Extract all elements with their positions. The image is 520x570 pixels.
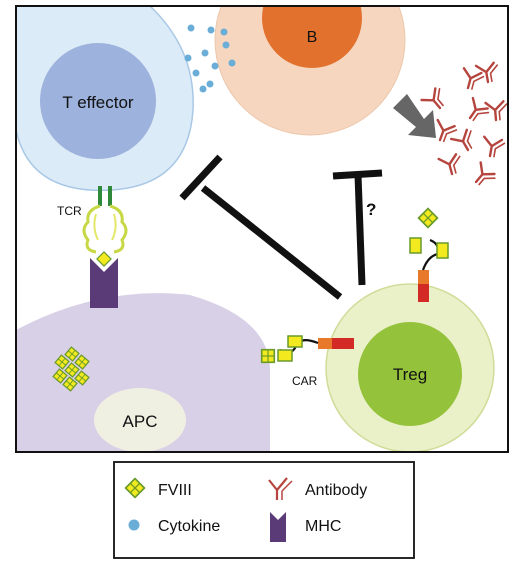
b-cell [214,6,406,136]
legend-box [113,461,415,559]
legend-antibody-label: Antibody [305,482,367,499]
legend-mhc-label: MHC [305,518,341,535]
t-effector-label: T effector [62,93,134,112]
t-effector-cell [16,6,194,192]
car-label: CAR [292,374,318,388]
car-receptor-top [409,237,449,302]
fviii-bound-left [260,348,276,364]
panel-border [15,5,509,453]
apc-cell [16,293,270,452]
inhibition-t-effector [179,154,343,300]
cytokine-cluster [184,24,236,93]
legend-cytokine-icon [128,519,140,531]
secretion-arrow [393,94,436,138]
treg-label: Treg [393,365,427,384]
treg-cell [325,283,495,452]
inhibition-b-cell [332,169,383,286]
inhibition-question-mark: ? [366,200,376,219]
legend-cytokine-label: Cytokine [158,518,220,535]
legend-fviii-label: FVIII [158,482,192,499]
mhc-molecule [90,258,118,308]
tcr-label: TCR [57,204,82,218]
b-cell-label: B [307,29,318,46]
main-panel: ? TCR [15,5,510,453]
apc-label: APC [123,412,158,431]
fviii-peptide [96,251,112,267]
tcr-receptor [82,186,128,254]
car-receptor-left [277,335,354,362]
legend-mhc-icon [270,512,286,542]
legend-antibody-icon [268,477,293,500]
legend: FVIII Cytokine Antibody MHC [113,461,415,559]
